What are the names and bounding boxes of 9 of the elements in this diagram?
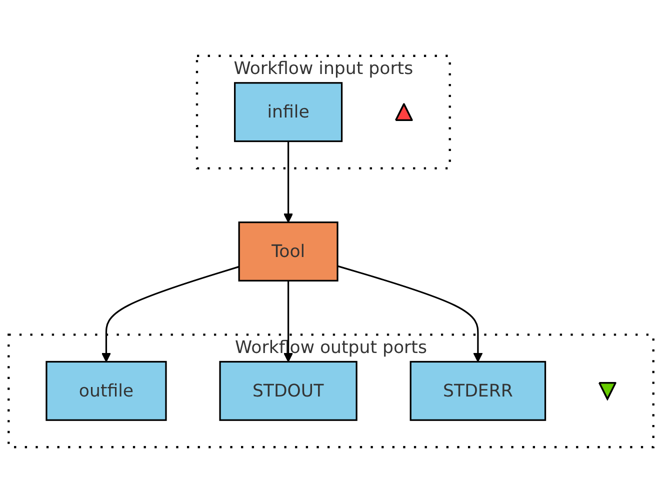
arrow (337, 265, 483, 362)
node-box: Tool (238, 222, 338, 282)
arrow (284, 141, 294, 223)
arrow (101, 266, 240, 362)
node-box: outfile (46, 360, 167, 421)
node-box: infile (234, 82, 343, 142)
node-box: STDOUT (219, 360, 358, 421)
arrow (284, 280, 294, 362)
node-box: STDERR (410, 360, 546, 421)
